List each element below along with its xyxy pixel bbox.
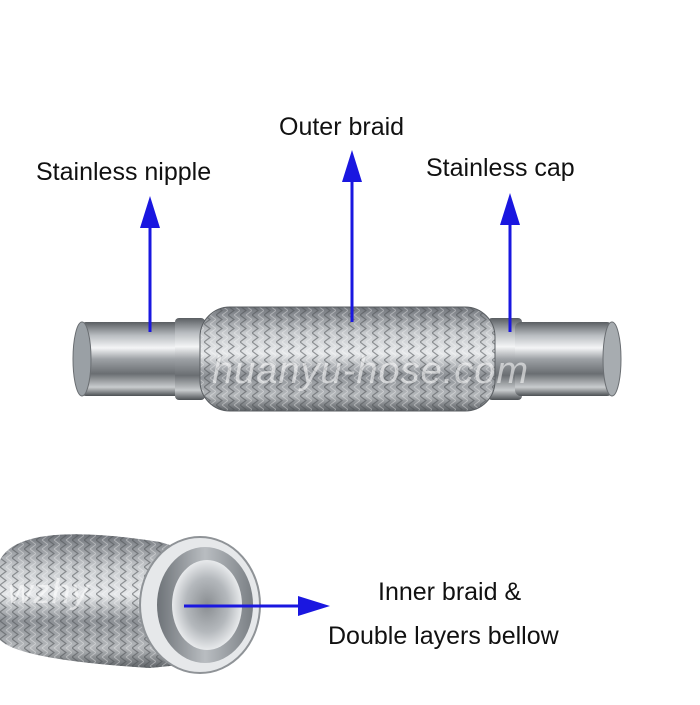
watermark-main: huanyu-hose.com — [212, 350, 530, 392]
arrow-stainless-cap — [500, 193, 520, 332]
stainless-nipple — [72, 318, 205, 400]
stainless-cap — [488, 318, 622, 400]
watermark-small: wzhy — [8, 573, 90, 611]
outer-braid — [199, 306, 496, 412]
label-stainless-cap: Stainless cap — [426, 154, 575, 182]
arrow-outer-braid — [342, 150, 362, 322]
label-inner-braid: Inner braid & — [378, 578, 522, 606]
arrow-inner-braid — [184, 596, 330, 616]
label-double-layers-bellow: Double layers bellow — [328, 622, 559, 650]
label-stainless-nipple: Stainless nipple — [36, 158, 212, 186]
arrow-stainless-nipple — [140, 196, 160, 332]
label-outer-braid: Outer braid — [279, 113, 405, 141]
